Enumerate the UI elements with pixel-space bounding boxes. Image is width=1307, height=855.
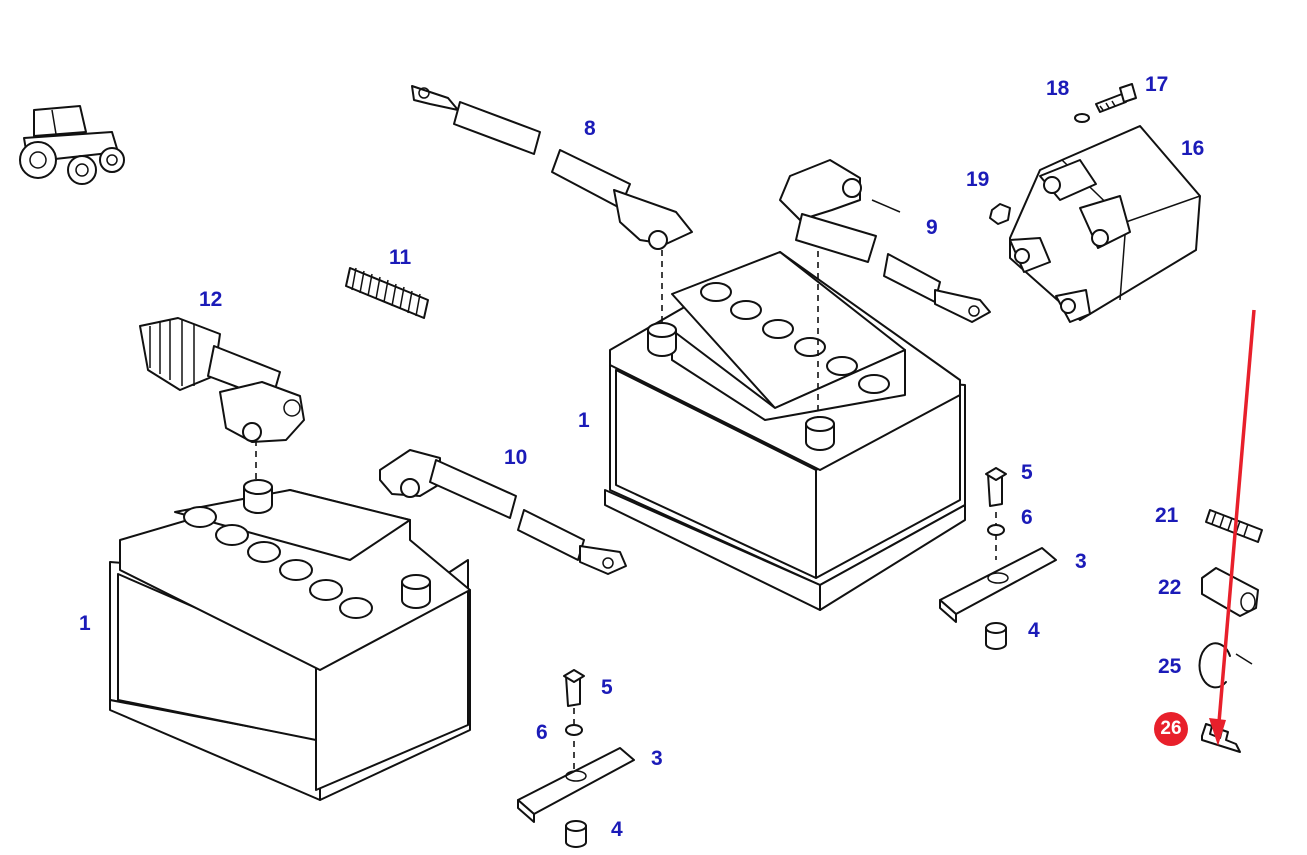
bolt-part-17 xyxy=(1095,83,1137,113)
bracket-right xyxy=(939,467,1057,650)
cable-part-10 xyxy=(379,449,627,575)
callout-9: 9 xyxy=(926,216,938,239)
callout-19: 19 xyxy=(966,168,990,191)
callout-3-right: 3 xyxy=(1075,550,1087,573)
relay-box-part-16 xyxy=(1009,125,1201,323)
callout-5-left: 5 xyxy=(601,676,613,699)
spring-part-11 xyxy=(345,267,429,319)
tractor-icon xyxy=(19,105,125,185)
callout-10: 10 xyxy=(504,446,528,469)
callout-1-left: 1 xyxy=(79,612,91,635)
callout-21: 21 xyxy=(1155,504,1179,527)
terminal-part-12 xyxy=(139,317,305,443)
washer-part-18 xyxy=(1074,113,1090,123)
battery-left xyxy=(109,479,471,801)
nut-part-19 xyxy=(989,203,1011,225)
cable-part-9 xyxy=(779,159,991,323)
callout-6-right: 6 xyxy=(1021,506,1033,529)
highlight-badge-26: 26 xyxy=(1154,712,1188,746)
callout-4-left: 4 xyxy=(611,818,623,841)
callout-5-right: 5 xyxy=(1021,461,1033,484)
battery-right xyxy=(604,251,966,611)
callout-8: 8 xyxy=(584,117,596,140)
callout-25: 25 xyxy=(1158,655,1182,678)
callout-18: 18 xyxy=(1046,77,1070,100)
callout-6-left: 6 xyxy=(536,721,548,744)
callout-11: 11 xyxy=(389,246,412,269)
callout-12: 12 xyxy=(199,288,223,311)
callout-17: 17 xyxy=(1145,73,1169,96)
callout-4-right: 4 xyxy=(1028,619,1040,642)
callout-1-right: 1 xyxy=(578,409,590,432)
callout-16: 16 xyxy=(1181,137,1205,160)
callout-22: 22 xyxy=(1158,576,1182,599)
highlight-arrow xyxy=(1209,309,1256,746)
comb-part-26 xyxy=(1201,723,1241,753)
bracket-left xyxy=(517,669,635,848)
callout-3-left: 3 xyxy=(651,747,663,770)
cable-part-8 xyxy=(411,85,693,250)
